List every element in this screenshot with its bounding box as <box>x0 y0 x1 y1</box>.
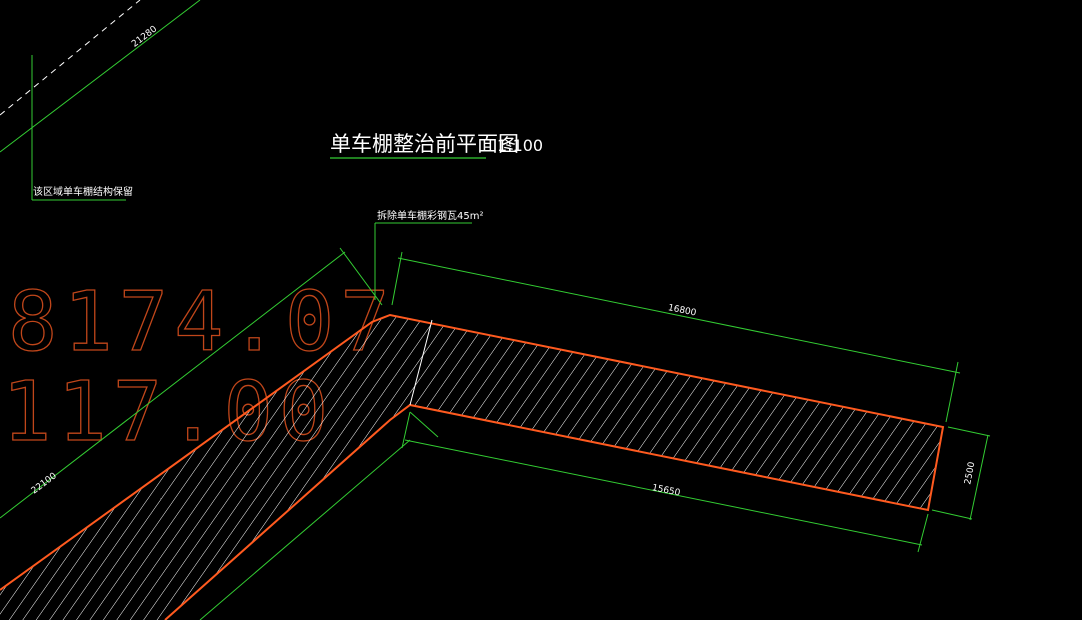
shed-split-line <box>409 319 433 406</box>
note-keep-structure: 该区域单车棚结构保留 <box>33 185 133 198</box>
dimension-top: 16800 <box>391 251 961 423</box>
shed-hatch-right <box>390 315 943 510</box>
dim-top-left-label: 21280 <box>130 24 159 49</box>
dimension-right: 2500 <box>931 426 991 521</box>
shed-outline-top <box>0 313 945 620</box>
drawing-scale: 1:100 <box>497 136 543 155</box>
note-remove-leader <box>374 222 472 300</box>
shed-hatch-left <box>0 315 410 620</box>
dim-bottom-label: 15650 <box>651 483 681 499</box>
note-keep-leader <box>31 55 126 201</box>
dim-left-diag-label: 22100 <box>30 471 59 496</box>
dim-right-label: 2500 <box>963 461 977 486</box>
drawing-title: 单车棚整治前平面图 <box>330 132 519 156</box>
note-remove-roof: 拆除单车棚彩钢瓦45m² <box>377 209 483 222</box>
shed-plan <box>0 313 945 620</box>
dimension-top-left: 21280 <box>0 0 201 153</box>
